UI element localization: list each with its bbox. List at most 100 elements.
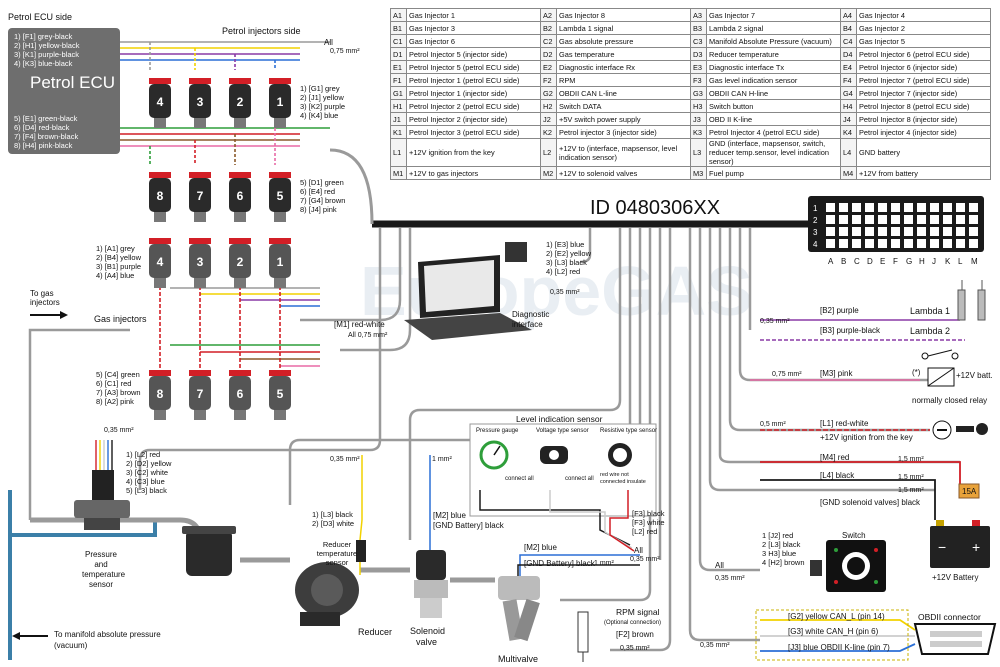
pin-code: F4 xyxy=(840,73,857,87)
multivalve-wire-black xyxy=(517,564,640,576)
injector-band xyxy=(189,370,211,376)
label-line: Pressure xyxy=(84,550,117,559)
pin-description: Petrol injector 4 (injector side) xyxy=(856,125,991,139)
harness-branch-petrol xyxy=(329,148,374,225)
pin-description: GND battery xyxy=(856,138,991,167)
wire-label: 4) [K4] blue xyxy=(300,111,339,120)
pin-description: GND (interface, mapsensor, switch, reduc… xyxy=(706,138,841,167)
injector-tip xyxy=(274,410,286,420)
connector-col-label: K xyxy=(945,257,951,266)
injector: 8 xyxy=(149,370,171,420)
injector-band xyxy=(189,238,211,244)
obd-wire-box xyxy=(755,609,909,661)
battery-plus: + xyxy=(972,539,981,555)
wire-label: 7) [G4] brown xyxy=(300,196,346,205)
pin-description: Petrol Injector 7 (injector side) xyxy=(856,86,991,100)
level-panel-label: Voltage type sensor xyxy=(536,428,589,434)
pin-code: H4 xyxy=(840,99,857,113)
injector-tip xyxy=(154,278,166,288)
switch-all-label: All xyxy=(715,561,724,570)
connector-pin xyxy=(917,203,926,212)
injector-band xyxy=(229,172,251,178)
injector-body xyxy=(149,244,171,278)
ignition-gauge: 0,5 mm² xyxy=(760,421,786,428)
pin-code: J2 xyxy=(540,112,557,126)
connector-col-label: C xyxy=(854,257,860,266)
pin-code: K2 xyxy=(540,125,557,139)
injector-band xyxy=(149,370,171,376)
label-line: temperature xyxy=(316,549,358,558)
rpm-wire: [F2] brown xyxy=(616,630,654,639)
connector-col-label: F xyxy=(893,257,898,266)
ecu-wire-label: 2) [H1] yellow-black xyxy=(14,41,80,50)
wire-label: 4) [A4] blue xyxy=(96,271,135,280)
injector-body xyxy=(189,178,211,212)
pin-description: Petrol Injector 5 (petrol ECU side) xyxy=(406,60,541,74)
petrol-ecu-top-wires: 1) [F1] grey-black 2) [H1] yellow-black … xyxy=(14,32,79,68)
connector-pin xyxy=(826,215,835,224)
level-wire-list: [F3] black [F3] white [L2] red xyxy=(632,509,665,536)
connector-col-label: J xyxy=(932,257,936,266)
pin-description: +5V switch power supply xyxy=(556,112,691,126)
connector-pin xyxy=(865,239,874,248)
wire-label: 5) [C4] green xyxy=(96,370,140,379)
connector-pin xyxy=(904,227,913,236)
ecu-wire-label: 8) [H4] pink-black xyxy=(14,141,73,150)
wire-label: 8) [A2] pink xyxy=(96,397,134,406)
wire-label: 3 H3] blue xyxy=(762,549,797,558)
pin-description: Petrol Injector 7 (petrol ECU side) xyxy=(856,73,991,87)
switch-plug xyxy=(810,560,822,576)
obd-connector-icon xyxy=(913,623,997,655)
multivalve-label: Multivalve xyxy=(498,654,539,664)
switch-wire-list: 1 [J2] red 2 [L3] black 3 H3] blue 4 [H2… xyxy=(762,531,805,567)
reducer-gauge: 0,35 mm² xyxy=(330,456,360,463)
injector-number: 2 xyxy=(237,255,244,269)
connector-col-label: G xyxy=(906,257,912,266)
pin-code: F2 xyxy=(540,73,557,87)
relay-gauge: 0,75 mm² xyxy=(772,371,802,378)
battery-red-wire xyxy=(760,461,961,490)
relay-icon xyxy=(921,349,959,387)
wire-label: 2 [L3] black xyxy=(762,540,801,549)
diagnostic-connector xyxy=(505,242,527,262)
wire-label: 5) [L3] black xyxy=(126,486,167,495)
ignition-wire-label: [L1] red-white xyxy=(820,419,869,428)
arrow-head-left xyxy=(12,632,20,640)
pin-description: Gas Injector 5 xyxy=(856,34,991,48)
battery-gauge-2: 1,5 mm² xyxy=(898,474,924,481)
pin-description: Manifold Absolute Pressure (vacuum) xyxy=(706,34,841,48)
injector-body xyxy=(149,84,171,118)
connector-pin xyxy=(956,227,965,236)
level-all-label: All xyxy=(634,546,643,555)
gas-bottom-wire-list: 5) [C4] green 6) [C1] red 7) [A3] brown … xyxy=(96,370,141,406)
wire-label: 1) [E3] blue xyxy=(546,240,585,249)
connector-pin xyxy=(904,203,913,212)
pin-code: L1 xyxy=(390,138,407,167)
injector-band xyxy=(229,78,251,84)
connector-col-label: H xyxy=(919,257,925,266)
lambda1-wire-label: [B2] purple xyxy=(820,306,859,315)
injector-band xyxy=(189,172,211,178)
rpm-optional: (Optional connection) xyxy=(604,620,662,626)
injector-number: 5 xyxy=(277,387,284,401)
pin-code: F3 xyxy=(690,73,707,87)
connector-pin xyxy=(930,239,939,248)
pin-description: Petrol Injector 1 (injector side) xyxy=(406,86,541,100)
pin-description: Diagnostic interface Rx xyxy=(556,60,691,74)
injector-number: 7 xyxy=(197,387,204,401)
injector: 7 xyxy=(189,172,211,222)
connector-pin xyxy=(878,203,887,212)
solenoid-label-1: Solenoid xyxy=(410,626,446,636)
pin-description: +12V to (interface, mapsensor, level ind… xyxy=(556,138,691,167)
petrol-ecu-name: Petrol ECU xyxy=(30,73,116,92)
injector: 5 xyxy=(269,370,291,420)
pin-description: Petrol Injector 2 (injector side) xyxy=(406,112,541,126)
gas-filter-icon xyxy=(182,526,236,576)
injector-band xyxy=(269,172,291,178)
pin-description: Fuel pump xyxy=(706,166,841,180)
ignition-label: +12V ignition from the key xyxy=(820,433,913,442)
